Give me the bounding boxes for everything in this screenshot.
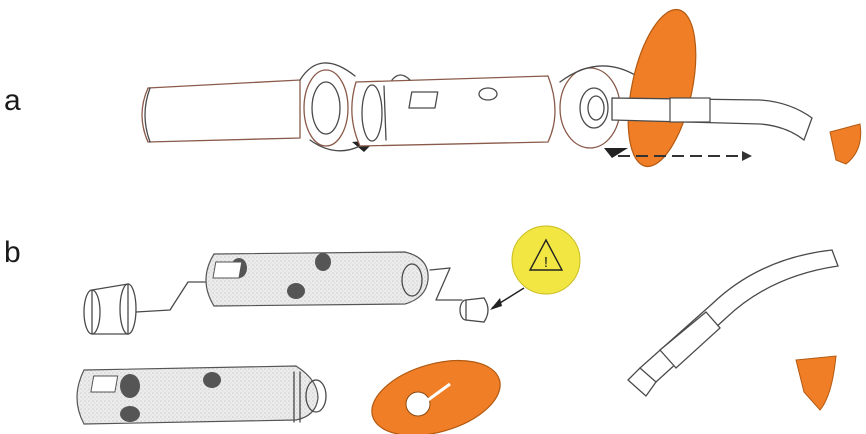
handpiece-body-assembled bbox=[77, 366, 326, 424]
end-cap bbox=[142, 80, 300, 142]
loose-end-cap bbox=[84, 284, 136, 334]
step-a-illustration bbox=[142, 4, 861, 173]
cone-tip bbox=[830, 124, 861, 164]
step-b-illustration: ! bbox=[77, 226, 838, 434]
cone-tip-b bbox=[796, 356, 836, 410]
handpiece-body-grey bbox=[206, 252, 428, 306]
light-shield-disc bbox=[616, 4, 708, 173]
handpiece-body bbox=[352, 75, 555, 146]
warning-badge: ! bbox=[490, 226, 580, 310]
warning-symbol: ! bbox=[544, 254, 548, 271]
light-shield-disc-flat bbox=[363, 347, 509, 434]
small-plug bbox=[460, 298, 488, 322]
